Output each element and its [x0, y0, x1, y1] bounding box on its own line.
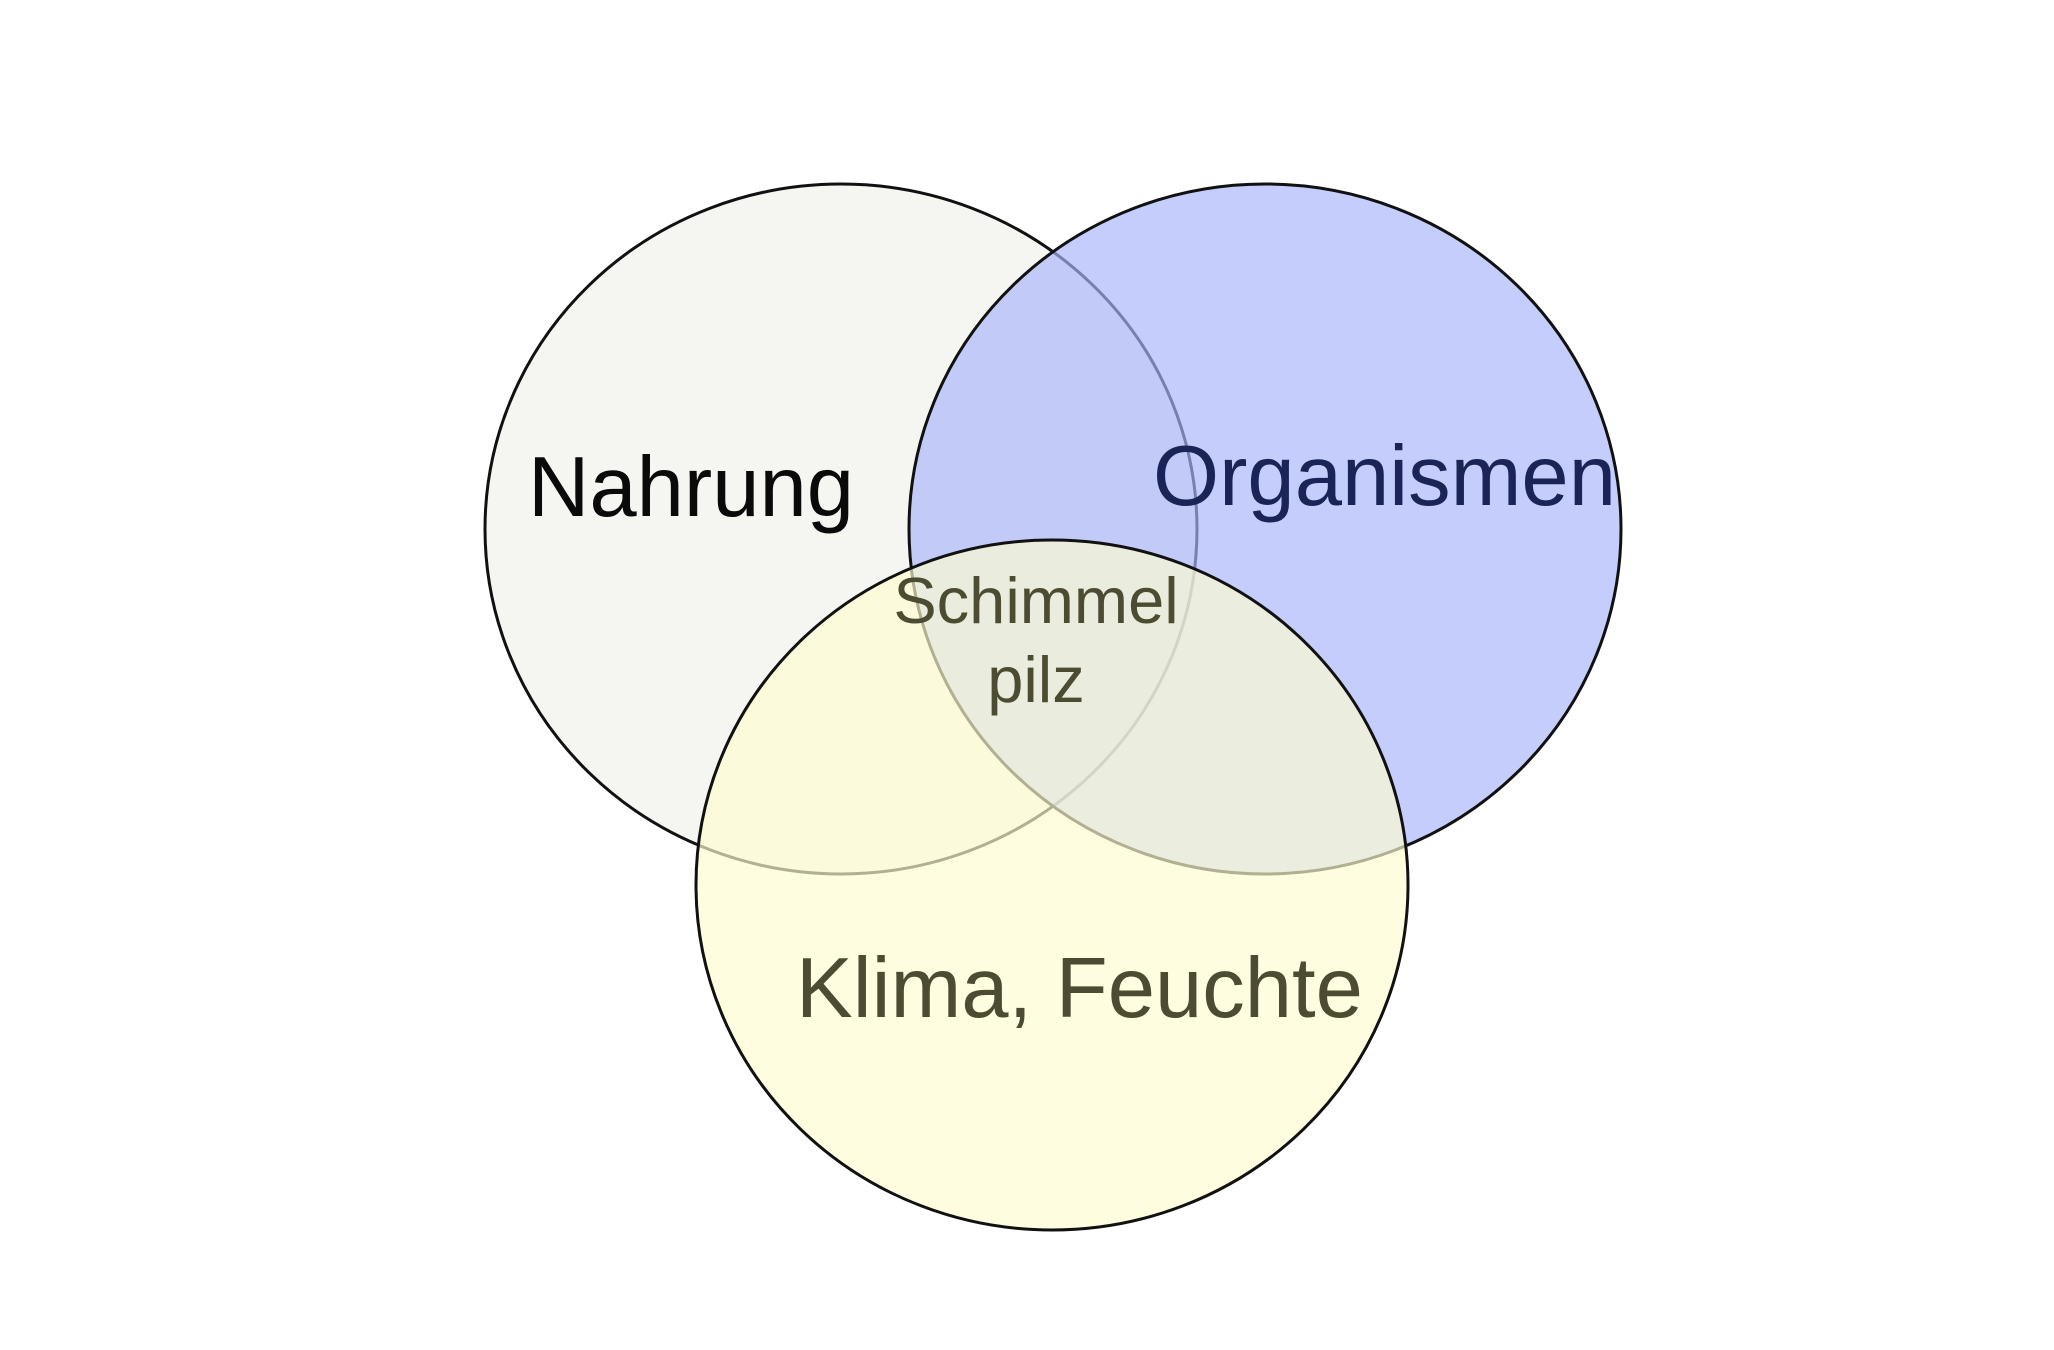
intersection-label-line2: pilz — [987, 643, 1085, 716]
intersection-label-line1: Schimmel — [893, 564, 1178, 637]
set-label-organismen: Organismen — [1153, 429, 1616, 524]
set-label-nahrung: Nahrung — [528, 440, 854, 535]
set-circle-klima — [694, 538, 1410, 1232]
set-label-klima: Klima, Feuchte — [796, 941, 1363, 1036]
